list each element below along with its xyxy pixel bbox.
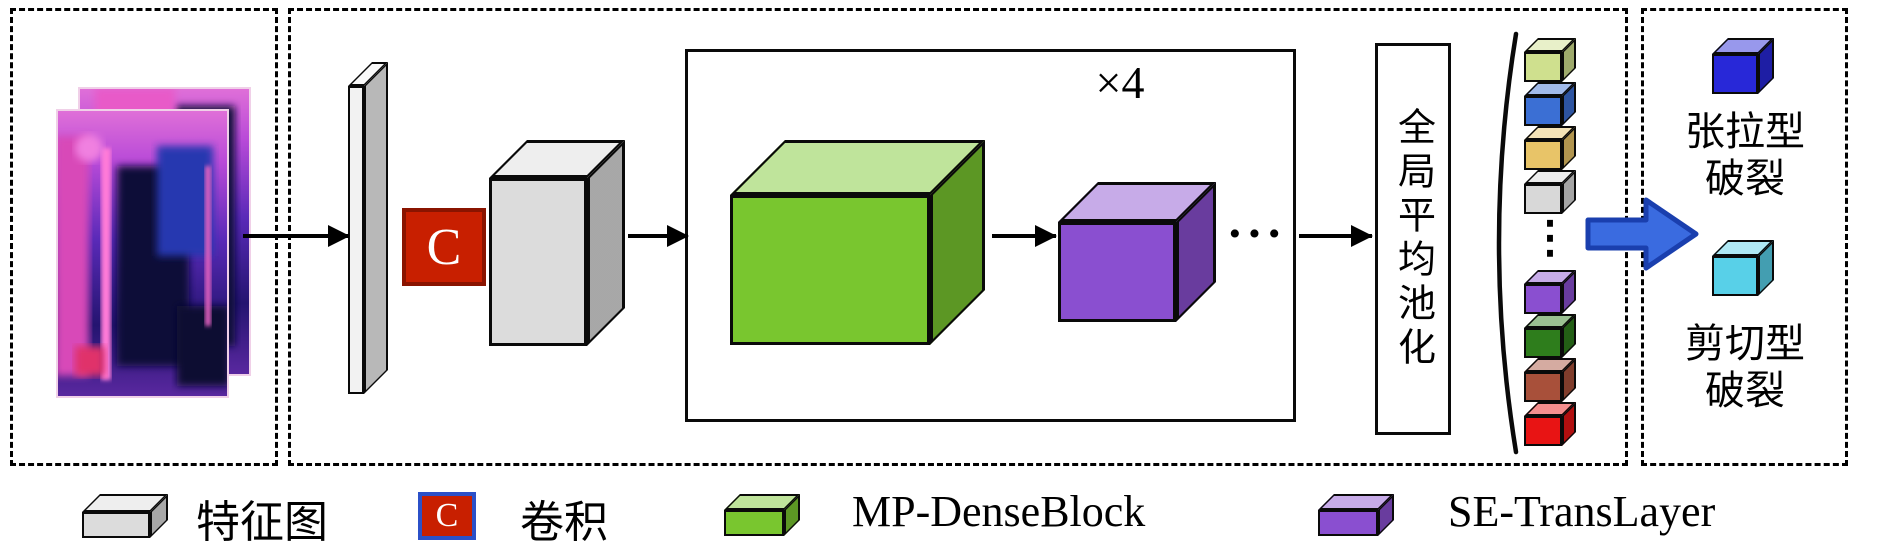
vector-cube-front-face (1524, 184, 1562, 214)
tension-class-line2: 破裂 (1705, 156, 1785, 202)
shear-class-label: 剪切型 破裂 (1646, 320, 1844, 414)
legend-denseblock-icon (724, 494, 800, 536)
legend-denseblock-label: MP-DenseBlock (852, 487, 1146, 536)
arrow-stage-to-gap (1299, 234, 1372, 238)
denseblock-front-face (730, 195, 930, 345)
stem-feature-panel (348, 62, 388, 394)
arrow-stem-to-stage (628, 234, 688, 238)
vector-ellipsis: ⋮ (1528, 213, 1572, 262)
shear-cube-front-face (1712, 256, 1758, 296)
classification-arrow (1585, 197, 1699, 271)
mp-denseblock-cube (730, 140, 985, 345)
legend-feature-map-icon (82, 494, 168, 538)
arrow-dense-to-trans (992, 234, 1056, 238)
shear-class-line2: 破裂 (1705, 368, 1785, 414)
legend-conv-icon: C (418, 492, 476, 540)
vector-cube-front-face (1524, 284, 1562, 314)
global-average-pooling-box: 全局平均池化 (1375, 43, 1451, 435)
repeat-count-label: ×4 (1095, 57, 1145, 108)
conv-block-label: C (426, 218, 462, 276)
tension-class-cube (1712, 38, 1774, 94)
legend-feature-map-label: 特征图 (196, 498, 328, 544)
panel-front-face (348, 86, 364, 394)
stem-feature-map (489, 140, 625, 346)
legend-translayer-front-face (1318, 510, 1378, 536)
vector-cube (1524, 170, 1576, 214)
tension-class-label: 张拉型 破裂 (1646, 108, 1844, 202)
vector-cube (1524, 38, 1576, 82)
stage-ellipsis: ··· (1226, 205, 1286, 261)
vector-cube-front-face (1524, 328, 1562, 358)
legend-conv-label: 卷积 (520, 498, 608, 544)
global-average-pooling-label: 全局平均池化 (1391, 107, 1434, 371)
conv-block: C (402, 208, 486, 286)
vector-cube-front-face (1524, 96, 1562, 126)
legend-denseblock-front-face (724, 510, 784, 536)
tension-class-line1: 张拉型 (1685, 109, 1805, 154)
feature-map-side-face (587, 140, 625, 346)
vector-cube-front-face (1524, 140, 1562, 170)
translayer-front-face (1058, 222, 1176, 322)
legend-feature-map-front-face (82, 512, 150, 538)
arrow-input-to-stem (243, 234, 349, 238)
vector-cube (1524, 358, 1576, 402)
shear-class-cube (1712, 240, 1774, 296)
vector-brace (1496, 31, 1519, 455)
se-translayer-cube (1058, 182, 1216, 322)
vector-cube (1524, 82, 1576, 126)
panel-side-face (364, 62, 388, 394)
vector-cube (1524, 402, 1576, 446)
vector-cube-front-face (1524, 52, 1562, 82)
legend-translayer-icon (1318, 494, 1394, 536)
vector-cube (1524, 314, 1576, 358)
legend-translayer-label: SE-TransLayer (1448, 487, 1716, 536)
input-spectrogram-image (56, 87, 251, 398)
shear-class-line1: 剪切型 (1685, 321, 1805, 366)
vector-cube-front-face (1524, 372, 1562, 402)
tension-cube-front-face (1712, 54, 1758, 94)
vector-cube (1524, 126, 1576, 170)
vector-cube (1524, 270, 1576, 314)
feature-map-front-face (489, 178, 587, 346)
vector-cube-front-face (1524, 416, 1562, 446)
legend-conv-symbol: C (435, 497, 459, 534)
